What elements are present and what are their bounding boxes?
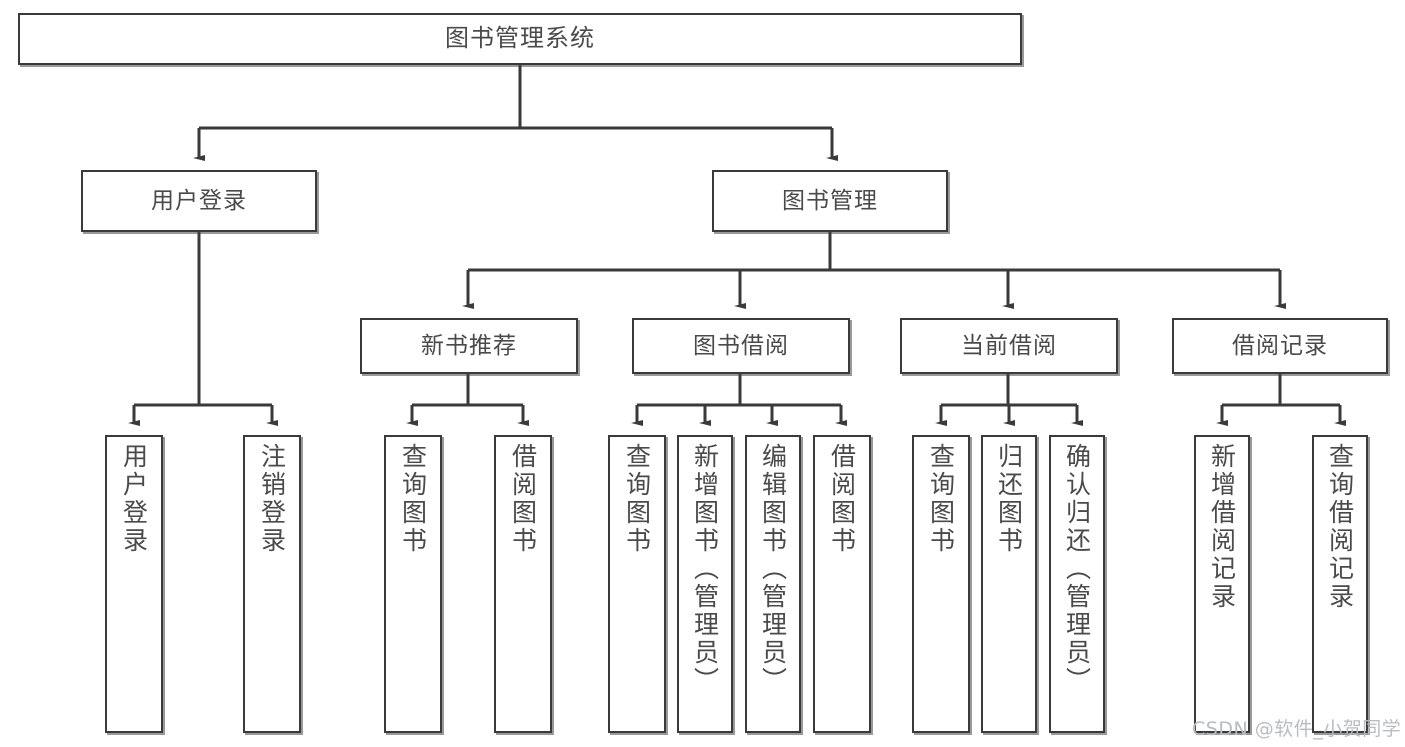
leaf-current-borrow-query[interactable]: 查询图书 <box>912 435 970 733</box>
node-label: 当前借阅 <box>961 332 1057 359</box>
node-label: 借阅图书 <box>508 443 538 555</box>
node-label: 编辑图书（管理员） <box>758 443 788 695</box>
leaf-new-book-query[interactable]: 查询图书 <box>384 435 442 733</box>
node-label: 新书推荐 <box>421 332 517 359</box>
node-label: 图书借阅 <box>693 332 789 359</box>
node-current-borrow[interactable]: 当前借阅 <box>900 318 1118 374</box>
node-book-borrow[interactable]: 图书借阅 <box>632 318 850 374</box>
node-label: 查询图书 <box>926 443 956 555</box>
node-label: 查询借阅记录 <box>1325 443 1355 611</box>
node-label: 确认归还（管理员） <box>1062 443 1092 695</box>
leaf-user-login-login[interactable]: 用户登录 <box>105 435 163 733</box>
node-new-book-recommend[interactable]: 新书推荐 <box>360 318 578 374</box>
node-label: 图书管理 <box>782 187 878 214</box>
node-user-login[interactable]: 用户登录 <box>81 170 317 232</box>
leaf-current-borrow-confirm-return[interactable]: 确认归还（管理员） <box>1049 435 1105 733</box>
node-root-system[interactable]: 图书管理系统 <box>18 13 1022 65</box>
node-book-management[interactable]: 图书管理 <box>712 170 948 232</box>
node-label: 注销登录 <box>257 443 287 555</box>
node-label: 借阅记录 <box>1232 332 1328 359</box>
leaf-new-book-borrow[interactable]: 借阅图书 <box>494 435 552 733</box>
node-label: 借阅图书 <box>827 443 857 555</box>
node-label: 用户登录 <box>151 187 247 214</box>
leaf-user-login-logout[interactable]: 注销登录 <box>243 435 301 733</box>
leaf-book-borrow-add[interactable]: 新增图书（管理员） <box>677 435 733 733</box>
node-borrow-record[interactable]: 借阅记录 <box>1172 318 1388 374</box>
watermark-text: CSDN @软件_小贺同学 <box>1192 718 1402 740</box>
leaf-book-borrow-query[interactable]: 查询图书 <box>608 435 666 733</box>
leaf-current-borrow-return[interactable]: 归还图书 <box>981 435 1037 733</box>
leaf-borrow-record-add[interactable]: 新增借阅记录 <box>1194 435 1250 733</box>
node-label: 用户登录 <box>119 443 149 555</box>
node-label: 图书管理系统 <box>445 24 595 53</box>
node-label: 查询图书 <box>398 443 428 555</box>
leaf-book-borrow-borrow[interactable]: 借阅图书 <box>813 435 871 733</box>
leaf-book-borrow-edit[interactable]: 编辑图书（管理员） <box>745 435 801 733</box>
node-label: 新增借阅记录 <box>1207 443 1237 611</box>
leaf-borrow-record-query[interactable]: 查询借阅记录 <box>1312 435 1368 733</box>
node-label: 归还图书 <box>994 443 1024 555</box>
node-label: 新增图书（管理员） <box>690 443 720 695</box>
node-label: 查询图书 <box>622 443 652 555</box>
